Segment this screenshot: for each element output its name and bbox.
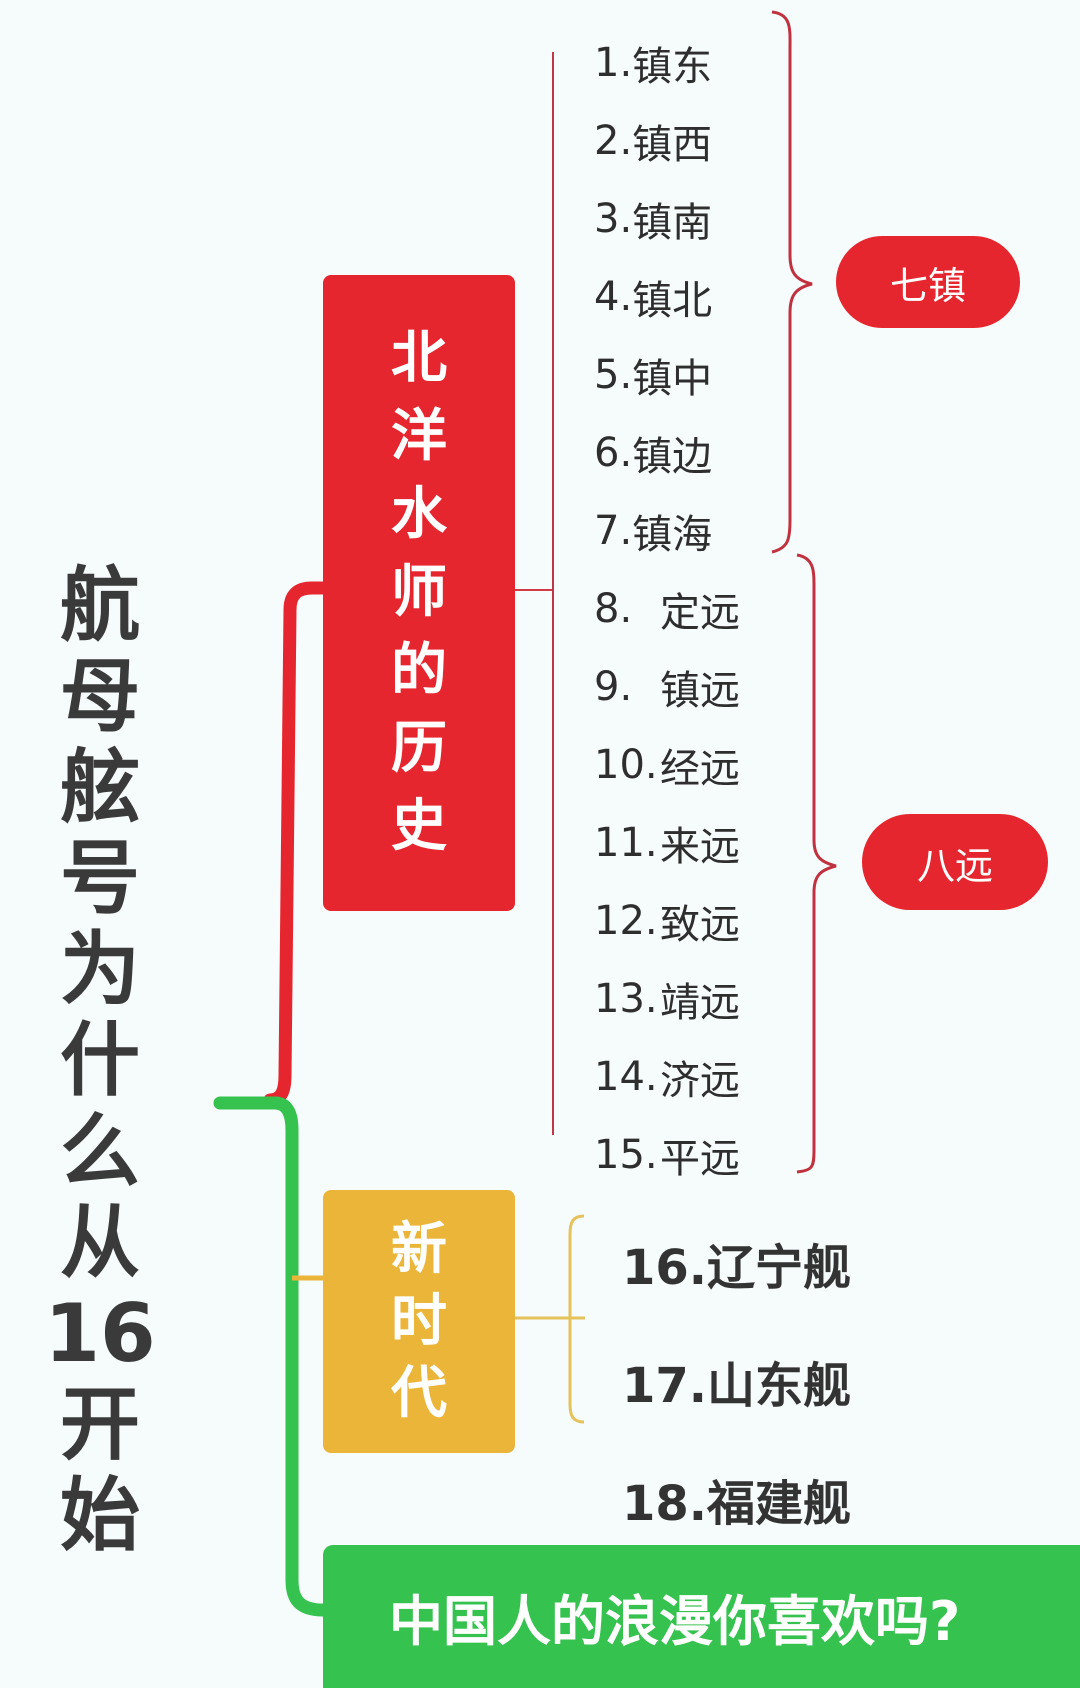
new-era-node: 新 时 代: [323, 1190, 515, 1453]
carrier-item: 18.福建舰: [622, 1476, 852, 1532]
ship-name: 镇南: [632, 200, 713, 246]
ship-number: 13.: [594, 976, 658, 1022]
node-char: 新: [391, 1216, 447, 1282]
ship-number: 10.: [594, 742, 658, 788]
ship-name: 镇远: [660, 668, 740, 714]
conclusion-node: 中国人的浪漫你喜欢吗?: [323, 1545, 1080, 1688]
ship-number: 5.: [594, 352, 633, 398]
ship-item: 10.经远: [594, 726, 740, 804]
seven-zhen-group-label: 七镇: [836, 236, 1020, 328]
ship-name: 经远: [660, 746, 740, 792]
ship-number: 3.: [594, 196, 633, 242]
ship-number: 8.: [594, 586, 633, 632]
ship-number: 6.: [594, 430, 633, 476]
ship-item: 3.镇南: [594, 180, 740, 258]
ship-name: 定远: [660, 590, 740, 636]
ship-item: 9. 镇远: [594, 648, 740, 726]
ship-name: 镇西: [632, 122, 713, 168]
title-char: 开: [60, 1378, 140, 1471]
ship-item: 13.靖远: [594, 960, 740, 1038]
ship-item: 15.平远: [594, 1116, 740, 1194]
ship-number: 4.: [594, 274, 633, 320]
ship-number: 11.: [594, 820, 658, 866]
ship-number: 1.: [594, 40, 633, 86]
node-char: 代: [391, 1360, 447, 1426]
ship-item: 4.镇北: [594, 258, 740, 336]
ship-name: 镇海: [632, 512, 713, 558]
ship-name: 平远: [660, 1136, 740, 1182]
title-char: 舷: [60, 741, 140, 834]
ship-item: 12.致远: [594, 882, 740, 960]
node-char: 师: [391, 560, 447, 625]
ship-name: 靖远: [660, 980, 740, 1026]
title-char: 从: [60, 1196, 140, 1289]
title-char: 16: [44, 1287, 156, 1380]
ship-item: 8. 定远: [594, 570, 740, 648]
title-char: 始: [60, 1469, 140, 1562]
node-char: 时: [391, 1288, 447, 1354]
title-char: 什: [60, 1014, 140, 1107]
ship-name: 来远: [660, 824, 740, 870]
node-char: 的: [391, 638, 447, 703]
carrier-list: 16.辽宁舰 17.山东舰 18.福建舰: [622, 1204, 851, 1558]
ship-name: 济远: [660, 1058, 740, 1104]
ship-item: 5.镇中: [594, 336, 740, 414]
eight-yuan-group-label: 八远: [862, 814, 1048, 910]
ship-item: 6.镇边: [594, 414, 740, 492]
node-char: 北: [391, 326, 447, 391]
node-char: 洋: [391, 404, 447, 469]
ship-number: 14.: [594, 1054, 658, 1100]
ship-number: 15.: [594, 1132, 658, 1178]
beiyang-fleet-node: 北 洋 水 师 的 历 史: [323, 275, 515, 911]
ship-name: 镇中: [632, 356, 713, 402]
ship-item: 7.镇海: [594, 492, 740, 570]
ship-number: 2.: [594, 118, 633, 164]
title-char: 为: [60, 923, 140, 1016]
ship-name: 致远: [660, 902, 740, 948]
node-char: 水: [391, 482, 447, 547]
ship-item: 14.济远: [594, 1038, 740, 1116]
ship-item: 2.镇西: [594, 102, 740, 180]
ship-name: 镇边: [632, 434, 713, 480]
ship-item: 11.来远: [594, 804, 740, 882]
carrier-item: 17.山东舰: [622, 1358, 852, 1414]
carrier-item: 16.辽宁舰: [622, 1240, 852, 1296]
main-title: 航 母 舷 号 为 什 么 从 16 开 始: [40, 560, 160, 1561]
ship-name: 镇北: [632, 278, 713, 324]
node-char: 历: [391, 716, 447, 781]
ship-name: 镇东: [632, 44, 713, 90]
title-char: 么: [60, 1105, 140, 1198]
ship-number: 7.: [594, 508, 633, 554]
title-char: 航: [60, 559, 140, 652]
conclusion-text: 中国人的浪漫你喜欢吗?: [389, 1590, 961, 1653]
title-char: 号: [60, 832, 140, 925]
ship-number: 12.: [594, 898, 658, 944]
node-char: 史: [391, 794, 447, 859]
ship-number: 9.: [594, 664, 633, 710]
title-char: 母: [60, 650, 140, 743]
ship-item: 1.镇东: [594, 24, 740, 102]
beiyang-ship-list: 1.镇东 2.镇西 3.镇南 4.镇北 5.镇中 6.镇边 7.镇海 8.定远 …: [594, 24, 740, 1194]
